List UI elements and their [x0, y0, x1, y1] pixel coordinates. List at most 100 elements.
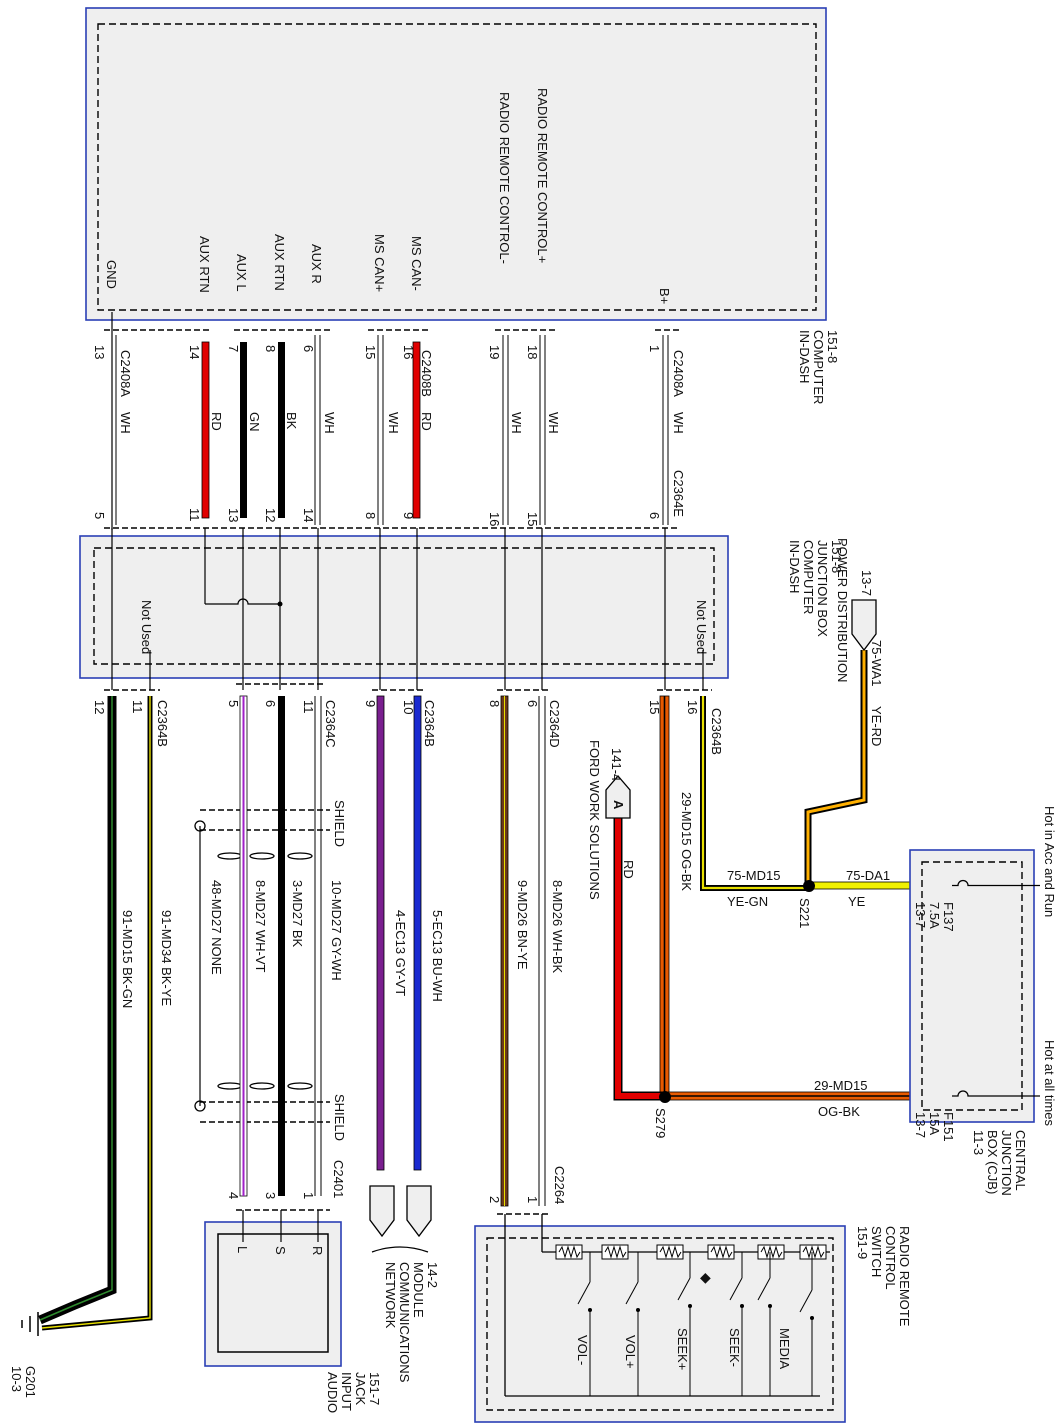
svg-text:WH: WH — [118, 412, 133, 434]
svg-text:WH: WH — [509, 412, 524, 434]
ford-work-label: FORD WORK SOLUTIONS — [587, 740, 602, 900]
svg-text:18: 18 — [525, 345, 540, 359]
da1-col: YE — [848, 894, 866, 909]
svg-text:14: 14 — [301, 508, 316, 522]
ground-wires — [38, 696, 153, 1331]
pin-rrc-minus: RADIO REMOTE CONTROL- — [497, 92, 512, 264]
circuit-can-plus: 4-EC13 GY-VT — [393, 910, 408, 996]
svg-text:AUDIO: AUDIO — [325, 1372, 340, 1413]
ye-rd-col: YE-RD — [869, 706, 884, 746]
svg-text:6: 6 — [525, 700, 540, 707]
svg-text:1: 1 — [525, 1196, 540, 1203]
jack-terminal-s: S — [273, 1246, 288, 1255]
button-seek-minus: SEEK- — [727, 1328, 742, 1367]
ford-work-ref: 141-4 — [609, 748, 624, 781]
svg-text:1: 1 — [301, 1192, 316, 1199]
svg-text:8: 8 — [363, 512, 378, 519]
svg-text:COMPUTER: COMPUTER — [811, 330, 826, 404]
ye-rd-num: 75-WA1 — [869, 640, 884, 686]
svg-text:MODULE: MODULE — [411, 1262, 426, 1318]
not-used-right: Not Used — [694, 600, 709, 654]
c2408-pin-numbers: 13 14 7 8 6 15 16 19 18 1 — [92, 345, 662, 359]
svg-text:10: 10 — [401, 700, 416, 714]
svg-text:BOX (CJB): BOX (CJB) — [985, 1130, 1000, 1194]
svg-text:◆: ◆ — [700, 1269, 711, 1285]
pin-bplus: B+ — [657, 288, 672, 304]
svg-text:12: 12 — [92, 700, 107, 714]
svg-text:13-7: 13-7 — [913, 902, 928, 928]
ford-work-letter: A — [611, 800, 626, 810]
junction-internal-wires — [111, 528, 704, 690]
svg-text:151-8: 151-8 — [825, 330, 840, 363]
rd-label: RD — [621, 860, 636, 879]
svg-text:13-7: 13-7 — [913, 1112, 928, 1138]
svg-text:RD: RD — [419, 412, 434, 431]
svg-text:JUNCTION: JUNCTION — [999, 1130, 1014, 1196]
svg-text:BK: BK — [284, 412, 299, 430]
in-dash-computer-box — [85, 7, 827, 321]
circuit-aux-l: 8-MD27 WH-VT — [253, 880, 268, 973]
svg-text:14-2: 14-2 — [425, 1262, 440, 1288]
circuit-gnd2: 91-MD34 BK-YE — [159, 910, 174, 1006]
svg-text:16: 16 — [401, 345, 416, 359]
pin-rrc-plus: RADIO REMOTE CONTROL+ — [535, 88, 550, 263]
svg-text:11-3: 11-3 — [971, 1130, 986, 1155]
pin-aux-l: AUX L — [234, 254, 249, 292]
svg-text:16: 16 — [487, 512, 502, 526]
md15-num: 29-MD15 — [814, 1078, 867, 1093]
in-dash-computer-label: IN-DASH COMPUTER 151-8 — [797, 330, 840, 404]
circuit-aux-rtn: 3-MD27 BK — [290, 880, 305, 948]
shield-top: SHIELD — [332, 800, 347, 847]
c2408a-label-left: C2408A — [118, 350, 133, 397]
lower-connector-dashes — [104, 683, 712, 691]
network-label: 14-2 MODULE COMMUNICATIONS NETWORK — [383, 1262, 440, 1383]
svg-text:2: 2 — [487, 1196, 502, 1203]
svg-text:NETWORK: NETWORK — [383, 1262, 398, 1329]
splice-s221 — [803, 880, 815, 892]
central-junction-box — [909, 849, 1040, 1123]
svg-text:IN-DASH: IN-DASH — [787, 540, 802, 593]
svg-text:5: 5 — [92, 512, 107, 519]
svg-text:151-9: 151-9 — [855, 1226, 870, 1259]
svg-text:11: 11 — [187, 508, 202, 522]
resistor-chain — [555, 1244, 827, 1260]
g201-label: G201 10-3 — [9, 1366, 38, 1398]
junction-box-label: IN-DASH COMPUTER JUNCTION BOX 151-8 — [787, 540, 844, 637]
svg-text:6: 6 — [263, 700, 278, 707]
svg-text:15A: 15A — [927, 1112, 942, 1135]
svg-text:9: 9 — [363, 700, 378, 707]
c2364e-label: C2364E — [671, 470, 686, 517]
svg-text:16: 16 — [685, 700, 700, 714]
f151-label: F151 15A 13-7 — [913, 1112, 956, 1142]
svg-text:4: 4 — [226, 1192, 241, 1199]
svg-text:JUNCTION BOX: JUNCTION BOX — [815, 540, 830, 637]
c2364b-right: C2364B — [709, 708, 724, 755]
c2364b-left: C2364B — [155, 700, 170, 747]
svg-text:15: 15 — [525, 512, 540, 526]
svg-text:11: 11 — [130, 700, 145, 714]
svg-text:6: 6 — [647, 512, 662, 519]
svg-text:19: 19 — [487, 345, 502, 359]
ye-gn-num: 75-MD15 — [727, 868, 780, 883]
not-used-left: Not Used — [139, 600, 154, 654]
jack-terminal-r: R — [310, 1246, 325, 1255]
svg-text:SWITCH: SWITCH — [869, 1226, 884, 1277]
wire-aux-rtn-bk — [278, 342, 285, 518]
pin-gnd: GND — [104, 260, 119, 289]
svg-text:WH: WH — [386, 412, 401, 434]
wire-can-minus-rd — [412, 341, 421, 519]
hot-acc-run: Hot in Acc and Run — [1042, 806, 1057, 917]
svg-text:151-7: 151-7 — [367, 1372, 382, 1405]
junction-box — [79, 535, 729, 679]
shield-bottom: SHIELD — [332, 1094, 347, 1141]
svg-text:12: 12 — [263, 508, 278, 522]
svg-text:5: 5 — [226, 700, 241, 707]
svg-text:1: 1 — [647, 345, 662, 352]
svg-text:14: 14 — [187, 345, 202, 359]
svg-text:151-8: 151-8 — [829, 540, 844, 573]
svg-text:6: 6 — [301, 345, 316, 352]
circuit-bplus-og: 29-MD15 OG-BK — [679, 792, 694, 891]
pin-aux-r: AUX R — [309, 244, 324, 284]
pin-aux-rtn-1: AUX RTN — [197, 236, 212, 293]
